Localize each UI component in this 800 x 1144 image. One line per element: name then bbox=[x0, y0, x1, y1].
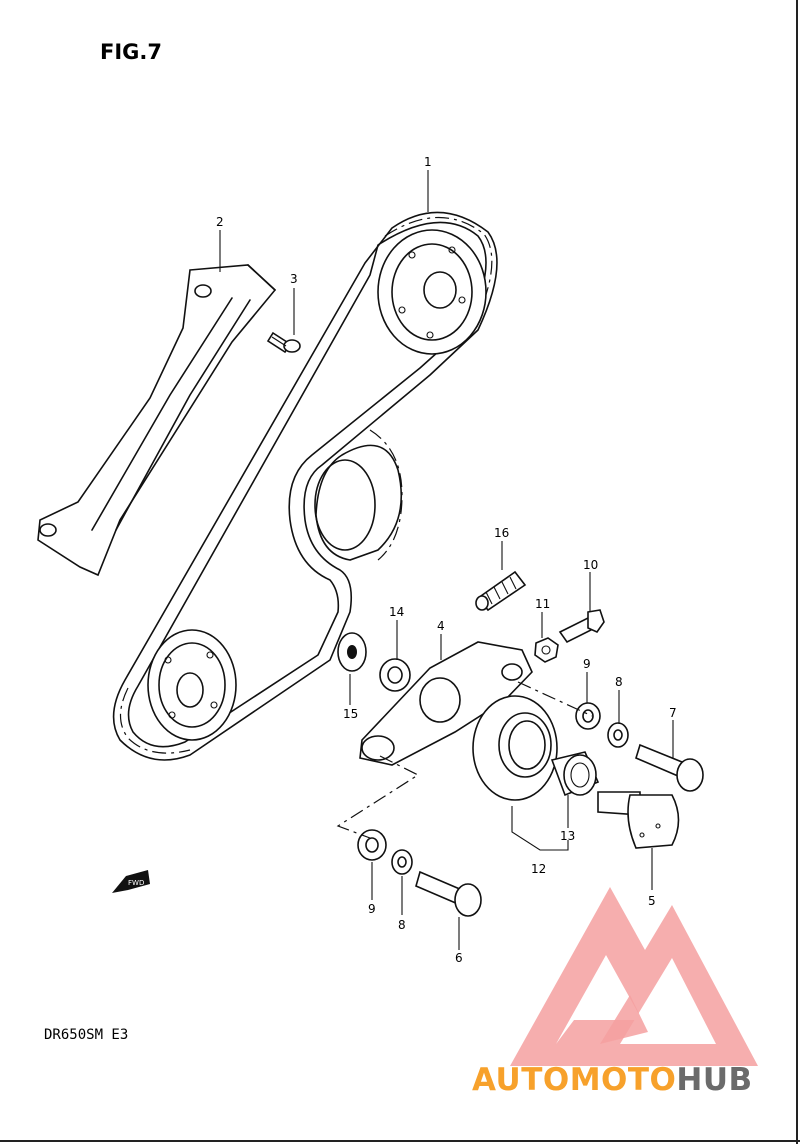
figure-title: FIG.7 bbox=[100, 40, 162, 64]
bolt-7 bbox=[635, 743, 704, 792]
assembly-lines bbox=[336, 681, 593, 851]
callout-9-right: 9 bbox=[583, 657, 591, 671]
callout-3: 3 bbox=[290, 272, 298, 286]
idler-shaft-5 bbox=[597, 791, 680, 849]
callout-4: 4 bbox=[437, 619, 445, 633]
callout-11: 11 bbox=[535, 597, 550, 611]
tensioner-arm bbox=[359, 641, 533, 766]
cam-sprocket-upper bbox=[377, 229, 487, 355]
cam-chain bbox=[112, 211, 498, 761]
callout-9-lower: 9 bbox=[368, 902, 376, 916]
callout-13: 13 bbox=[560, 829, 575, 843]
bearing-13 bbox=[550, 751, 600, 797]
callout-2: 2 bbox=[216, 215, 224, 229]
chain-guide bbox=[37, 264, 277, 577]
nut-11 bbox=[534, 637, 559, 663]
watermark-word-1: AUTOMOTO bbox=[472, 1062, 677, 1098]
watermark-word-2: HUB bbox=[676, 1062, 753, 1098]
watermark-brand: AUTOMOTOHUB bbox=[472, 1062, 753, 1098]
idler-sprocket bbox=[472, 695, 558, 801]
leader-lines bbox=[219, 170, 674, 950]
fwd-label: FWD bbox=[128, 879, 144, 887]
model-code: DR650SM E3 bbox=[44, 1027, 129, 1043]
guide-ring-center bbox=[314, 429, 403, 561]
bolt-6 bbox=[415, 870, 482, 917]
callout-10: 10 bbox=[583, 558, 598, 572]
washer-14 bbox=[379, 658, 411, 692]
callout-8-lower: 8 bbox=[398, 918, 406, 932]
washer-9-right bbox=[575, 702, 601, 730]
callout-12: 12 bbox=[531, 862, 546, 876]
bolt-10 bbox=[558, 609, 605, 644]
washer-8-lower bbox=[391, 849, 413, 875]
watermark-logo bbox=[510, 887, 758, 1066]
spring-16 bbox=[475, 570, 527, 612]
washer-15 bbox=[337, 632, 367, 672]
callout-6: 6 bbox=[455, 951, 463, 965]
callout-labels: 1 2 3 4 5 6 7 8 8 9 9 10 11 12 13 14 15 … bbox=[216, 155, 677, 965]
callout-15: 15 bbox=[343, 707, 358, 721]
washer-8-right bbox=[607, 722, 629, 748]
washer-9-lower bbox=[357, 829, 387, 861]
callout-16: 16 bbox=[494, 526, 509, 540]
callout-5: 5 bbox=[648, 894, 656, 908]
fwd-arrow: FWD bbox=[112, 870, 150, 893]
callout-8-right: 8 bbox=[615, 675, 623, 689]
callout-14: 14 bbox=[389, 605, 404, 619]
guide-screw bbox=[266, 331, 301, 354]
crank-sprocket-lower bbox=[147, 629, 237, 741]
callout-1: 1 bbox=[424, 155, 432, 169]
callout-7: 7 bbox=[669, 706, 677, 720]
